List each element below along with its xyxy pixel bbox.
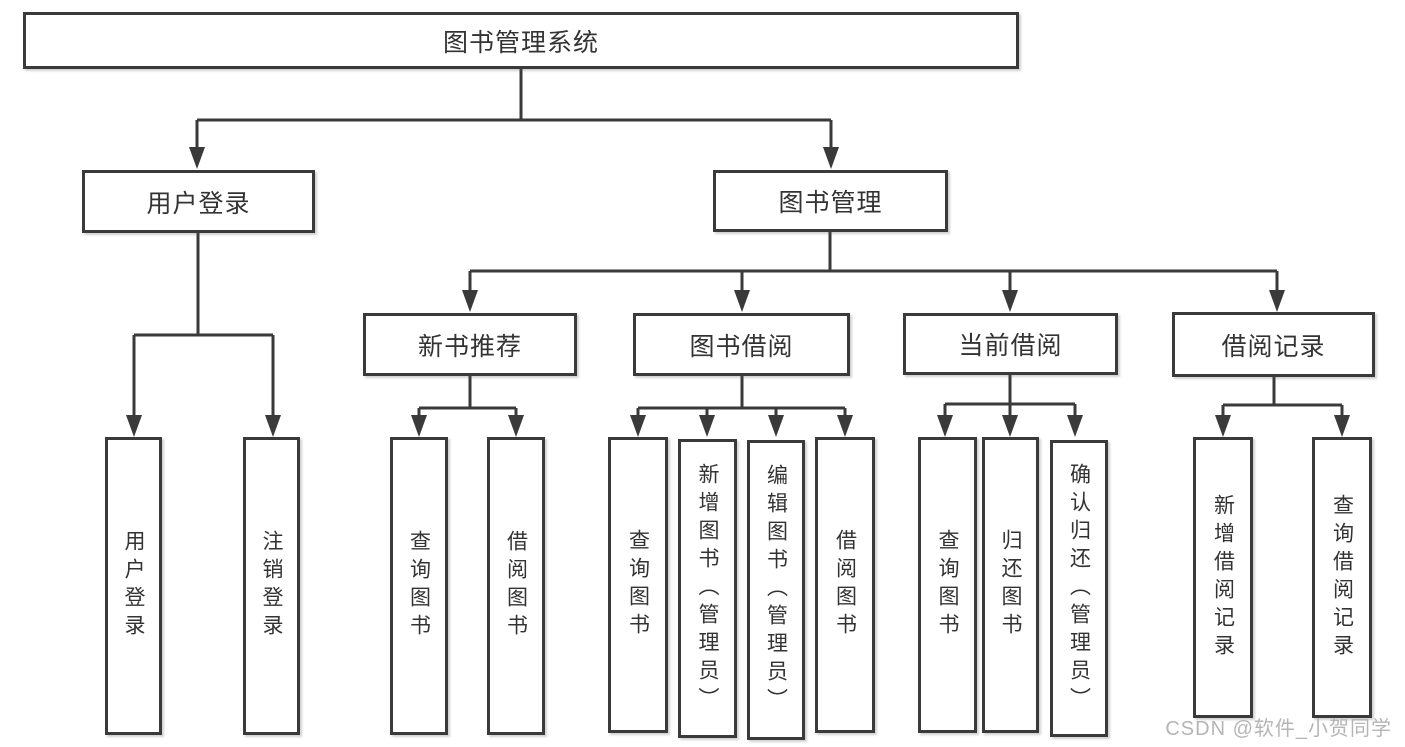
node-book-borrow-label: 图书借阅 xyxy=(689,332,794,361)
leaf-current-query-books-label: 查询图书 xyxy=(936,529,959,641)
leaf-current-query-books: 查询图书 xyxy=(918,437,977,733)
leaf-user-login: 用户登录 xyxy=(105,437,162,735)
leaf-current-return-books: 归还图书 xyxy=(982,437,1039,733)
leaf-newbook-query-books: 查询图书 xyxy=(390,437,448,735)
leaf-borrow-query-books: 查询图书 xyxy=(608,437,668,733)
leaf-newbook-borrow-books-label: 借阅图书 xyxy=(504,530,528,642)
leaf-records-query-record-label: 查询借阅记录 xyxy=(1330,493,1354,662)
node-root: 图书管理系统 xyxy=(23,12,1019,69)
node-user-login: 用户登录 xyxy=(82,170,315,233)
node-new-book-label: 新书推荐 xyxy=(417,332,522,361)
csdn-watermark: CSDN @软件_小贺同学 xyxy=(1165,718,1392,740)
leaf-records-query-record: 查询借阅记录 xyxy=(1312,437,1372,718)
leaf-logout: 注销登录 xyxy=(243,437,300,735)
node-new-book: 新书推荐 xyxy=(363,313,577,376)
leaf-records-add-record: 新增借阅记录 xyxy=(1193,437,1253,718)
leaf-newbook-query-books-label: 查询图书 xyxy=(407,530,431,642)
node-current-borrow: 当前借阅 xyxy=(903,313,1118,375)
node-borrow-records-label: 借阅记录 xyxy=(1221,332,1326,361)
node-book-manage: 图书管理 xyxy=(713,170,948,232)
leaf-newbook-borrow-books: 借阅图书 xyxy=(487,437,545,735)
node-book-borrow: 图书借阅 xyxy=(633,313,850,376)
arrowhead-icons xyxy=(126,147,1350,437)
leaf-borrow-borrow-books-label: 借阅图书 xyxy=(833,529,857,641)
leaf-logout-label: 注销登录 xyxy=(260,530,283,642)
leaf-borrow-add-books-admin: 新增图书（管理员） xyxy=(678,439,737,738)
leaf-current-confirm-return-admin-label: 确认归还（管理员） xyxy=(1067,462,1091,715)
leaf-borrow-edit-books-admin: 编辑图书（管理员） xyxy=(747,440,805,740)
leaf-borrow-query-books-label: 查询图书 xyxy=(626,529,650,641)
leaf-current-return-books-label: 归还图书 xyxy=(999,529,1022,641)
node-book-manage-label: 图书管理 xyxy=(778,189,883,217)
leaf-borrow-add-books-admin-label: 新增图书（管理员） xyxy=(696,462,719,715)
leaf-current-confirm-return-admin: 确认归还（管理员） xyxy=(1050,440,1108,737)
node-root-label: 图书管理系统 xyxy=(442,28,599,57)
leaf-records-add-record-label: 新增借阅记录 xyxy=(1211,493,1235,662)
node-borrow-records: 借阅记录 xyxy=(1172,312,1375,377)
leaf-user-login-label: 用户登录 xyxy=(122,530,145,642)
node-current-borrow-label: 当前借阅 xyxy=(958,332,1063,360)
leaf-borrow-edit-books-admin-label: 编辑图书（管理员） xyxy=(764,464,788,716)
leaf-borrow-borrow-books: 借阅图书 xyxy=(815,437,875,733)
node-user-login-label: 用户登录 xyxy=(146,189,251,218)
